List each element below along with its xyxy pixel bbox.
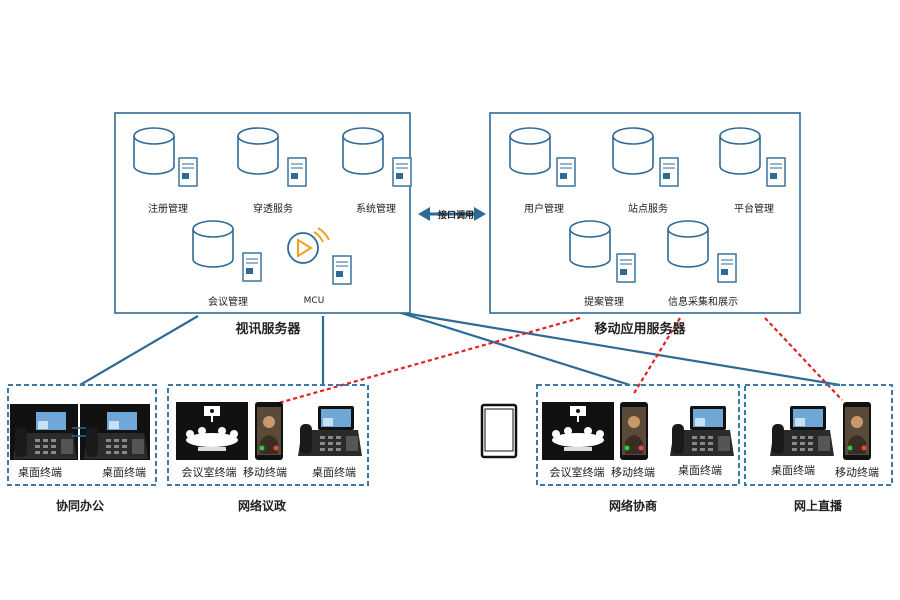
- link-wlxs-1: [397, 310, 631, 387]
- double-arrow-icon: [418, 207, 486, 221]
- terminal-label: 移动终端: [611, 465, 655, 479]
- module-label: MCU: [304, 296, 325, 306]
- terminal-label: 桌面终端: [771, 463, 815, 477]
- sync-arrows-icon: [72, 427, 86, 437]
- link-xtbg: [79, 315, 199, 386]
- module-label: 系统管理: [356, 202, 396, 215]
- connection-lines: [79, 310, 841, 387]
- terminal-label: 会议室终端: [182, 465, 237, 479]
- module-label: 平台管理: [734, 202, 774, 215]
- terminal-label: 桌面终端: [18, 465, 62, 479]
- module-label: 穿透服务: [253, 202, 293, 215]
- terminal-label: 移动终端: [243, 465, 287, 479]
- mobile-links: [267, 316, 843, 408]
- group-title-wlxs: 网络协商: [609, 498, 657, 513]
- mobile-server-title: 移动应用服务器: [594, 321, 686, 337]
- group-title-wszb: 网上直播: [794, 498, 843, 513]
- desk-phone-icon: [298, 406, 362, 456]
- desk-phone-icon: [670, 406, 734, 456]
- terminal-label: 移动终端: [835, 465, 879, 479]
- group-box-wlyz: [167, 384, 369, 486]
- desk-phone-icon: [770, 406, 834, 456]
- module-label: 用户管理: [524, 202, 564, 215]
- group-box-wszb: [744, 384, 893, 486]
- group-title-xtbg: 协同办公: [56, 498, 104, 513]
- conference-room-icon: [542, 402, 614, 460]
- mobile-phone-icon: [843, 402, 871, 460]
- link-wszb: [397, 310, 841, 387]
- interface-call-label: 接口调用: [438, 209, 474, 221]
- group-title-wlyz: 网络议政: [238, 498, 287, 513]
- red-link-1: [267, 316, 581, 408]
- video-server-title: 视讯服务器: [235, 321, 301, 337]
- terminal-label: 桌面终端: [678, 463, 722, 477]
- terminal-label: 会议室终端: [550, 465, 605, 479]
- module-label: 站点服务: [628, 202, 668, 215]
- mobile-phone-icon: [620, 402, 648, 460]
- terminal-label: 桌面终端: [102, 465, 146, 479]
- group-box-xtbg: [7, 384, 157, 486]
- module-label: 会议管理: [208, 295, 248, 308]
- desk-phone-icon: [10, 404, 78, 460]
- module-label: 信息采集和展示: [668, 295, 738, 308]
- mobile-phone-icon: [255, 402, 283, 460]
- red-link-2: [632, 317, 681, 396]
- terminal-label: 桌面终端: [312, 465, 356, 479]
- conference-room-icon: [176, 402, 248, 460]
- module-label: 提案管理: [584, 295, 624, 308]
- tablet-icon: [480, 403, 518, 459]
- group-box-wlxs: [536, 384, 740, 486]
- mcu-play-icon: [287, 227, 330, 264]
- red-link-3: [764, 317, 843, 401]
- desk-phone-icon: [80, 404, 150, 460]
- module-label: 注册管理: [148, 202, 188, 215]
